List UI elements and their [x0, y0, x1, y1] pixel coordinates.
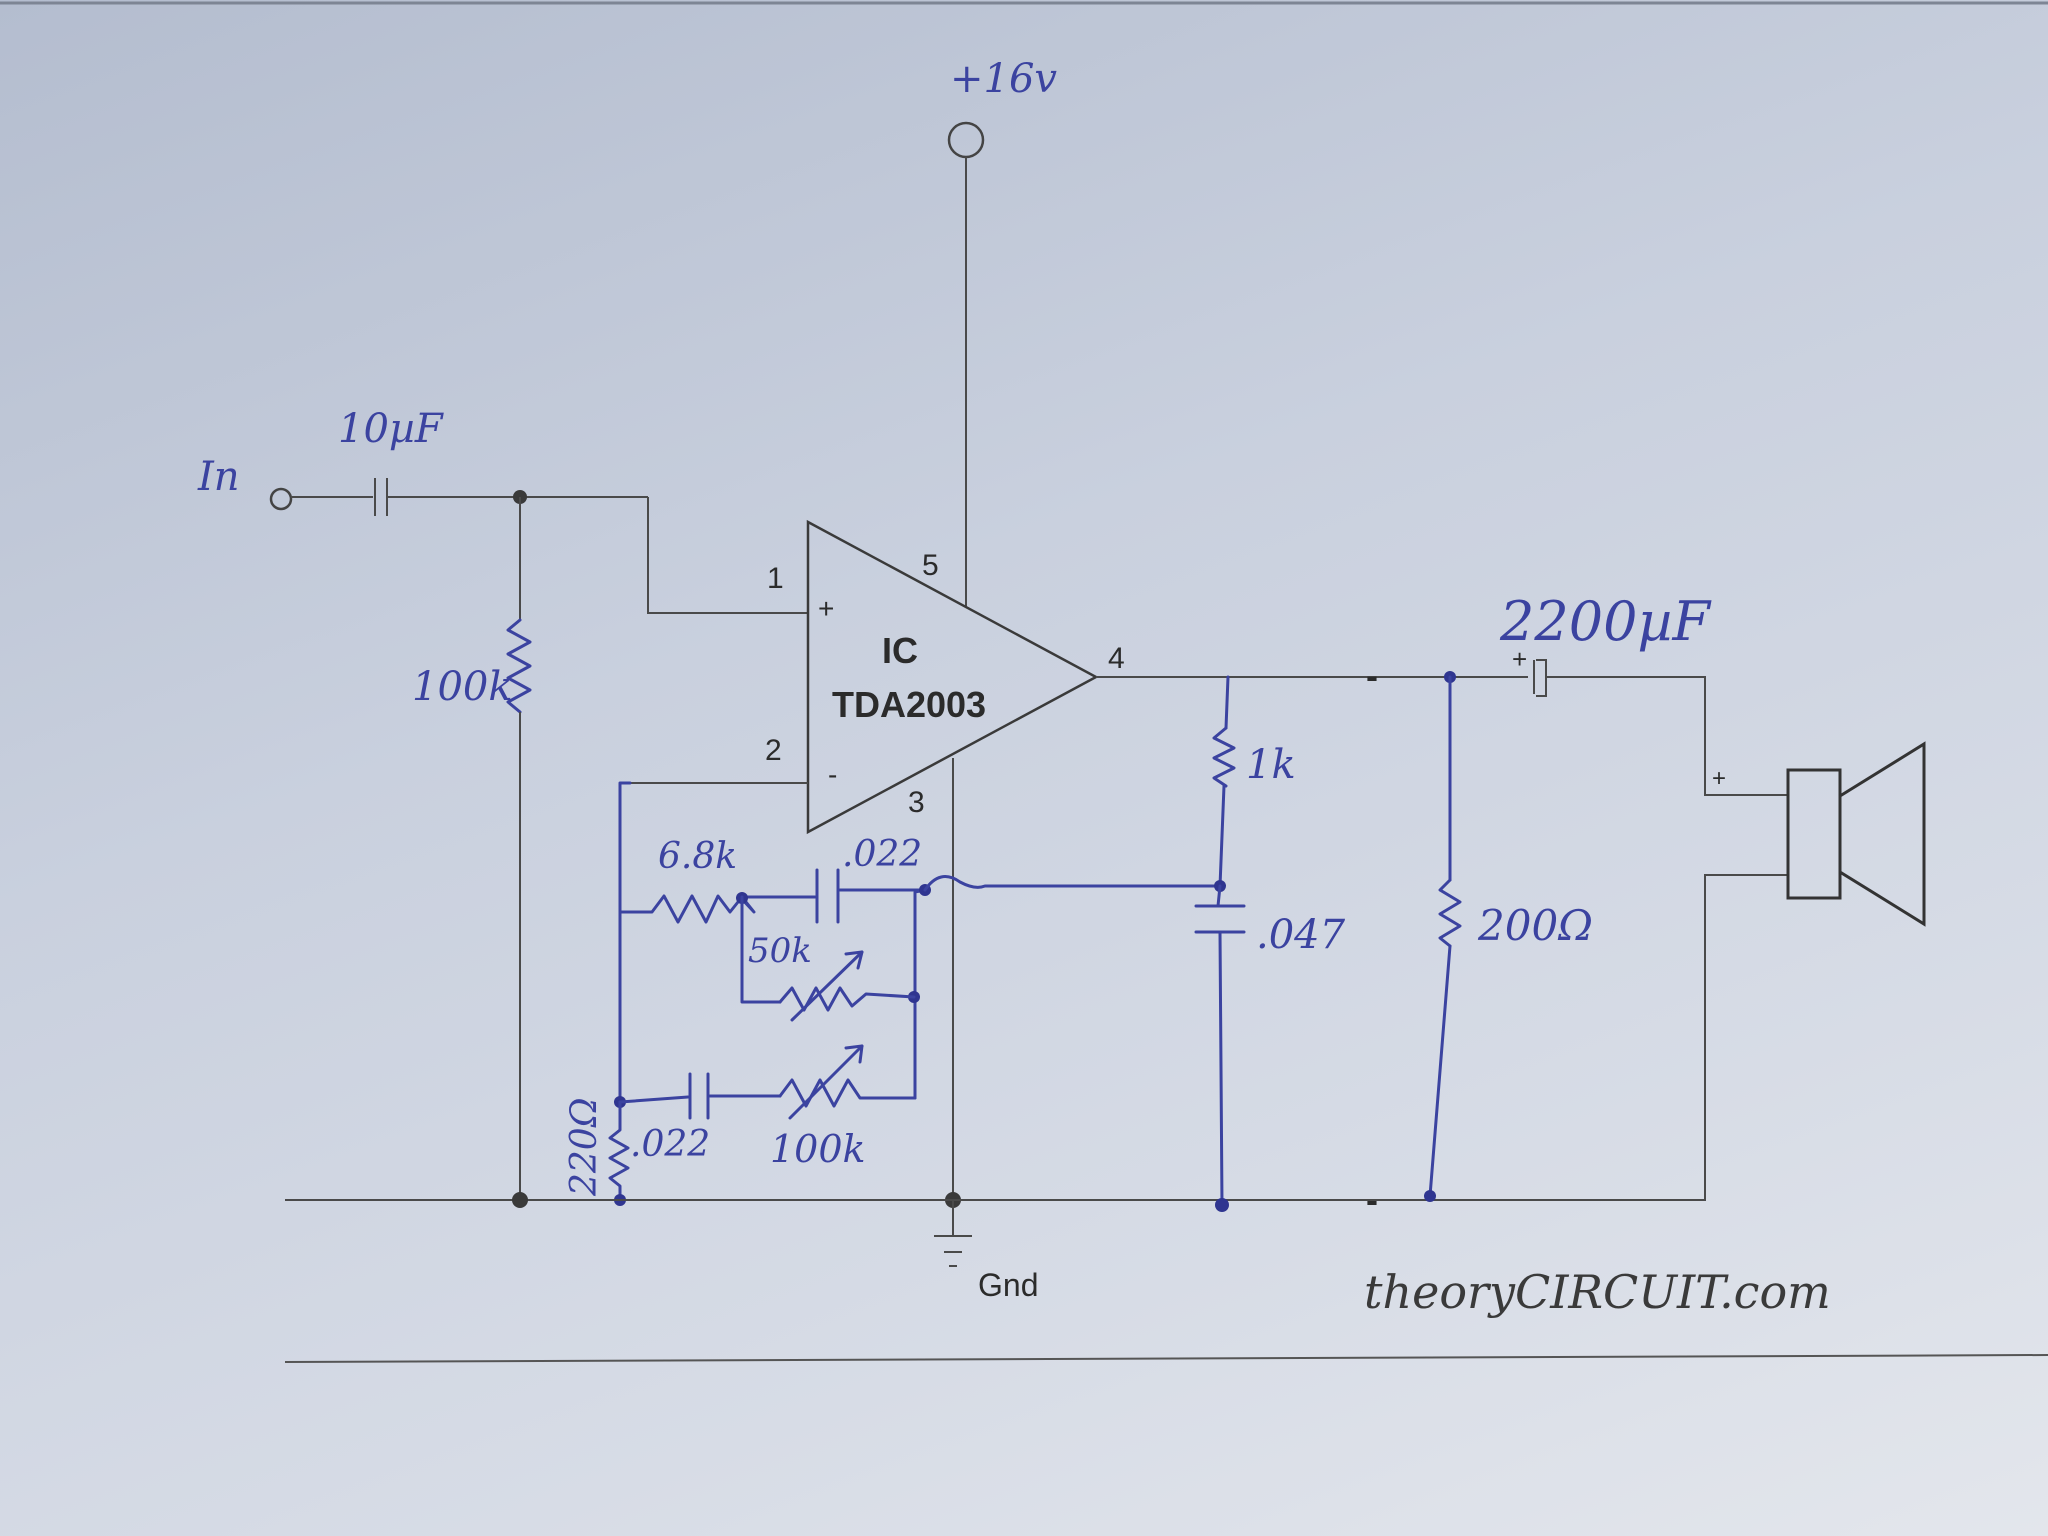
pot-100k-arrowhead	[844, 1044, 864, 1064]
output-resistor-lead-bottom	[1218, 784, 1226, 888]
speaker-positive-wire	[1546, 676, 1788, 796]
speaker-plus-sign: +	[1712, 765, 1726, 792]
input-resistor	[506, 618, 532, 714]
feedback-output-wire	[923, 875, 1220, 892]
pot-50k	[778, 986, 916, 1012]
feedback-capacitor-2-label: .022	[630, 1124, 710, 1165]
feedback-network-left-rail	[618, 781, 632, 1104]
output-resistor-1k	[1212, 726, 1236, 788]
ground-resistor-220	[608, 1100, 630, 1202]
ic-pin-1: 1	[767, 562, 784, 595]
supply-voltage-label: +16v	[950, 56, 1057, 102]
ground-symbol	[934, 1200, 972, 1267]
ground-node-dot	[1424, 1190, 1436, 1202]
load-resistor-200	[1438, 878, 1462, 948]
ground-resistor-220-label: 220Ω	[564, 1097, 605, 1197]
output-capacitor-lead	[1216, 884, 1222, 908]
input-capacitor	[374, 478, 388, 516]
speaker-icon	[1786, 741, 1926, 927]
ic-plus-sign: +	[818, 593, 834, 624]
pot-50k-arrow	[790, 950, 864, 1022]
pot-50k-loop	[740, 895, 782, 1004]
input-label: In	[197, 454, 240, 500]
ic-pin-2: 2	[765, 734, 782, 767]
pot-100k-label: 100k	[770, 1127, 866, 1171]
ic-pin-3: 3	[908, 786, 925, 819]
output-capacitor-lead-bottom	[1218, 930, 1224, 1207]
speaker-return-wire	[1430, 874, 1788, 1201]
load-resistor-lead-bottom	[1428, 944, 1452, 1198]
ic-amplifier-triangle	[806, 519, 1099, 835]
feedback-resistor-6k8-label: 6.8k	[658, 836, 737, 877]
output-capacitor-plus: +	[1512, 644, 1527, 674]
output-capacitor-small-label: .047	[1256, 912, 1346, 958]
ic-minus-sign: -	[828, 759, 837, 790]
input-capacitor-label: 10µF	[338, 406, 444, 452]
output-capacitor-label: 2200µF	[1499, 590, 1713, 653]
brand-watermark: theoryCIRCUIT.com	[1364, 1265, 1831, 1319]
ic-part-label: TDA2003	[832, 684, 986, 725]
junction-dot	[512, 1192, 528, 1208]
bottom-rule	[284, 1354, 2048, 1363]
output-resistor-1k-label: 1k	[1246, 742, 1296, 788]
ic-pin-4: 4	[1108, 642, 1125, 675]
ground-node-dot	[1215, 1198, 1229, 1212]
pot-50k-label: 50k	[748, 931, 812, 971]
load-resistor-200-label: 200Ω	[1477, 901, 1593, 950]
input-terminal	[269, 487, 373, 511]
negative-mark-top: -	[1366, 655, 1378, 696]
feedback-resistor-6k8	[618, 894, 756, 924]
feedback-capacitor-1-label: .022	[842, 834, 922, 875]
ground-label: Gnd	[978, 1267, 1038, 1303]
pot-100k-arrow	[788, 1044, 864, 1120]
supply-terminal	[947, 121, 985, 606]
pot-100k	[778, 1078, 917, 1108]
output-resistor-lead	[1224, 675, 1230, 730]
plus-input-wire	[647, 497, 808, 614]
pot-50k-arrowhead	[844, 950, 864, 970]
input-resistor-label: 100k	[412, 664, 513, 710]
ic-name-label: IC	[882, 630, 918, 671]
ic-pin-5: 5	[922, 549, 939, 582]
output-capacitor-curved-plate	[1536, 659, 1547, 697]
lower-branch-wire	[618, 1095, 690, 1104]
